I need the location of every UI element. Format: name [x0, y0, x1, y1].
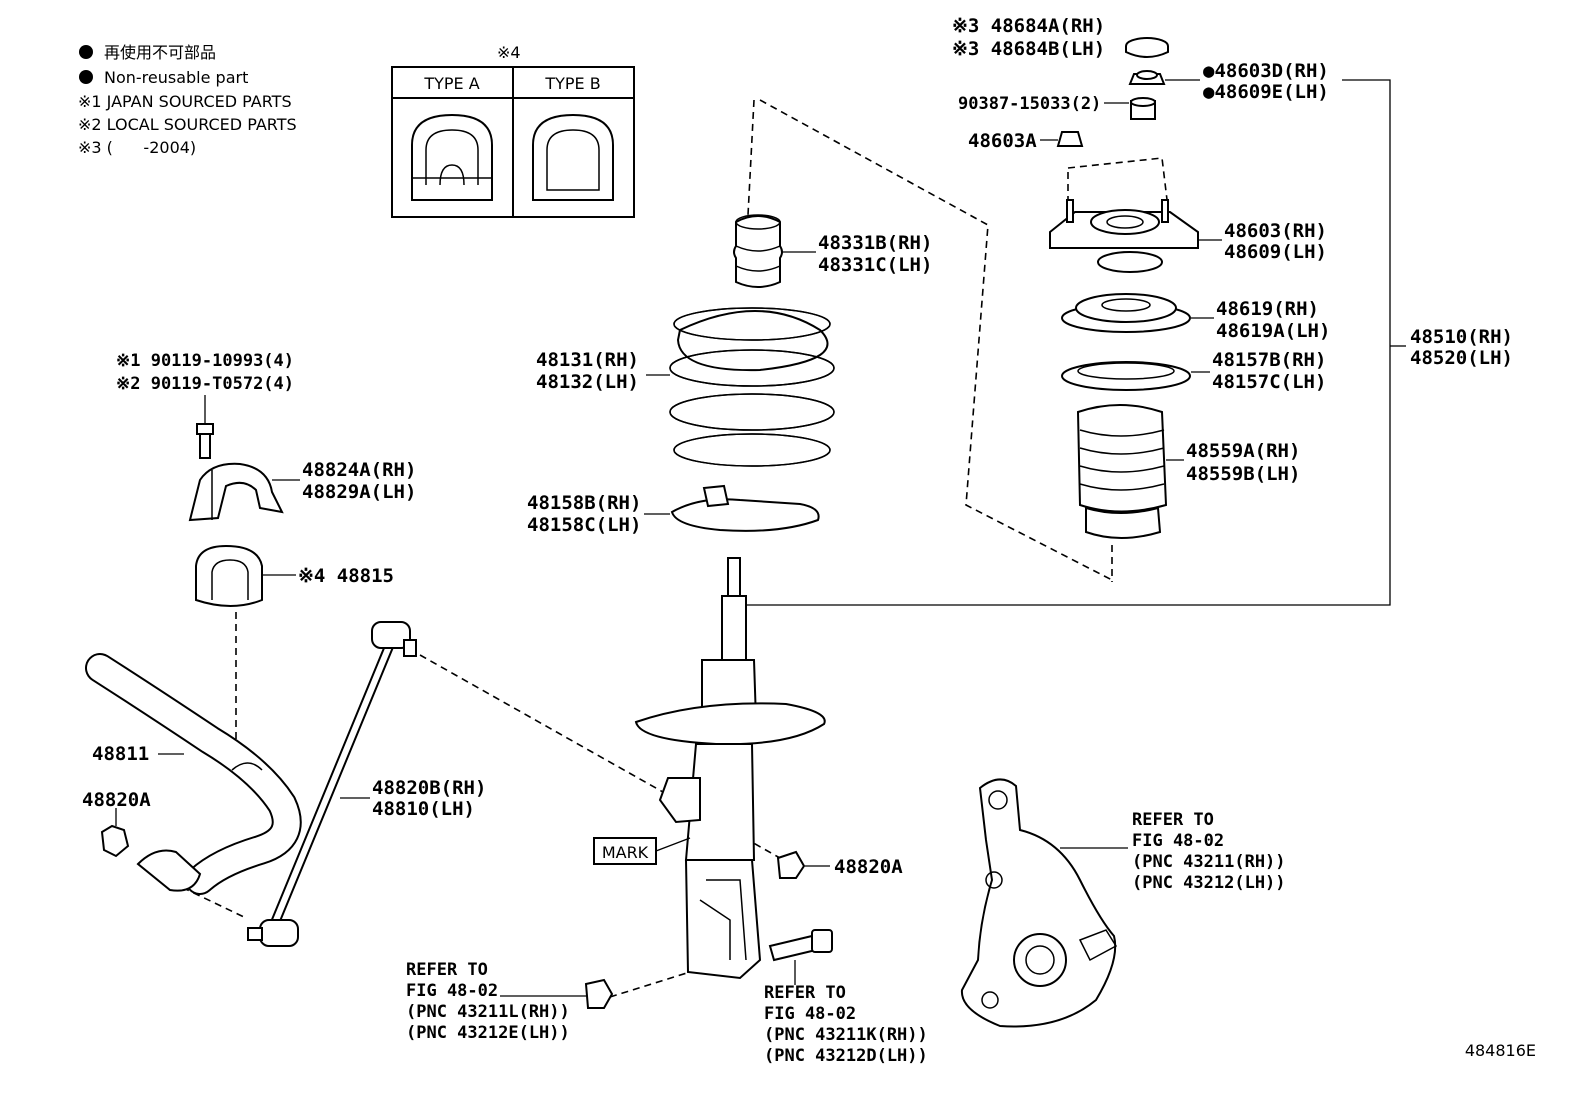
label-48619a: 48619A(LH)	[1216, 320, 1330, 342]
type-b-label: TYPE B	[544, 74, 600, 93]
ref-nut-3: (PNC 43211L(RH))	[406, 1002, 570, 1022]
label-48684a: ※3 48684A(RH)	[952, 15, 1105, 37]
ref-bolt-1: REFER TO	[764, 983, 846, 1003]
legend-line-4: ※2 LOCAL SOURCED PARTS	[78, 115, 297, 134]
steering-knuckle	[960, 778, 1118, 1028]
label-90119-jp: ※1 90119-10993(4)	[116, 351, 294, 371]
nut-48820a-left	[100, 824, 130, 858]
stabilizer-bar	[85, 653, 302, 895]
upper-insulator	[1061, 361, 1191, 391]
label-48131: 48131(RH)	[536, 349, 639, 371]
ref-bolt-4: (PNC 43212D(LH))	[764, 1046, 928, 1066]
label-48157b: 48157B(RH)	[1212, 349, 1326, 371]
nut-48603a	[1056, 131, 1084, 147]
label-48829a: 48829A(LH)	[302, 481, 416, 503]
label-90387: 90387-15033(2)	[958, 94, 1101, 114]
ref-bolt-3: (PNC 43211K(RH))	[764, 1025, 928, 1045]
label-48824a: 48824A(RH)	[302, 459, 416, 481]
bullet-icon	[79, 45, 93, 59]
ref-bolt-2: FIG 48-02	[764, 1004, 856, 1024]
ref-knuckle-3: (PNC 43211(RH))	[1132, 852, 1286, 872]
label-48132: 48132(LH)	[536, 371, 639, 393]
collar	[1130, 97, 1156, 120]
label-48559b: 48559B(LH)	[1186, 463, 1300, 485]
label-48158c: 48158C(LH)	[527, 514, 641, 536]
label-48820b: 48820B(RH)	[372, 777, 486, 799]
knuckle-bolt	[768, 929, 833, 962]
label-48157c: 48157C(LH)	[1212, 371, 1326, 393]
type-box-note: ※4	[497, 43, 521, 62]
label-48619: 48619(RH)	[1216, 298, 1319, 320]
legend-line-2: Non-reusable part	[104, 68, 248, 87]
shock-absorber	[634, 557, 826, 980]
dust-cap	[1125, 37, 1169, 58]
bearing	[1061, 293, 1191, 333]
ref-nut-1: REFER TO	[406, 960, 488, 980]
label-48603: 48603(RH)	[1224, 220, 1327, 242]
label-90119-local: ※2 90119-T0572(4)	[116, 374, 294, 394]
nut-48820a-right	[776, 850, 806, 879]
legend: 再使用不可部品 Non-reusable part ※1 JAPAN SOURC…	[78, 43, 297, 157]
label-48603d: ●48603D(RH)	[1203, 60, 1329, 82]
bullet-icon	[79, 70, 93, 84]
stabilizer-link	[247, 621, 417, 947]
mark-label: MARK	[602, 843, 649, 862]
bushing-type-a-icon	[411, 113, 493, 201]
label-48158b: 48158B(RH)	[527, 492, 641, 514]
label-48609e: ●48609E(LH)	[1203, 81, 1329, 103]
label-48684b: ※3 48684B(LH)	[952, 38, 1105, 60]
label-48520: 48520(LH)	[1410, 347, 1513, 369]
label-48510: 48510(RH)	[1410, 326, 1513, 348]
ref-knuckle-1: REFER TO	[1132, 810, 1214, 830]
label-48820a-left: 48820A	[82, 789, 151, 811]
diagram-id: 484816E	[1465, 1041, 1536, 1060]
bushing-type-b-icon	[532, 113, 614, 201]
label-48811: 48811	[92, 743, 149, 765]
label-48603a: 48603A	[968, 130, 1037, 152]
lower-spring-seat	[670, 484, 820, 532]
label-48810: 48810(LH)	[372, 798, 475, 820]
label-48331c: 48331C(LH)	[818, 254, 932, 276]
lock-nut	[1128, 70, 1166, 85]
legend-line-3: ※1 JAPAN SOURCED PARTS	[78, 92, 292, 111]
ref-nut-2: FIG 48-02	[406, 981, 498, 1001]
ref-nut-4: (PNC 43212E(LH))	[406, 1023, 570, 1043]
lower-nut	[584, 978, 614, 1009]
ref-knuckle-2: FIG 48-02	[1132, 831, 1224, 851]
label-48815: ※4 48815	[298, 565, 394, 587]
strut-support	[1049, 199, 1199, 273]
legend-line-5: ※3 ( -2004)	[78, 138, 196, 157]
stabilizer-bushing	[195, 544, 263, 607]
dust-boot	[1076, 404, 1168, 539]
label-48820a-right: 48820A	[834, 856, 903, 878]
bracket-bolt	[196, 423, 214, 459]
stabilizer-bracket	[188, 462, 284, 522]
ref-knuckle-4: (PNC 43212(LH))	[1132, 873, 1286, 893]
mark-box	[593, 837, 657, 865]
legend-line-1: 再使用不可部品	[104, 43, 216, 62]
label-48609: 48609(LH)	[1224, 241, 1327, 263]
label-48559a: 48559A(RH)	[1186, 440, 1300, 462]
type-a-label: TYPE A	[423, 74, 479, 93]
label-48331b: 48331B(RH)	[818, 232, 932, 254]
type-box: ※4 TYPE A TYPE B	[391, 43, 635, 218]
bump-stop	[733, 214, 783, 288]
coil-spring	[669, 307, 835, 467]
